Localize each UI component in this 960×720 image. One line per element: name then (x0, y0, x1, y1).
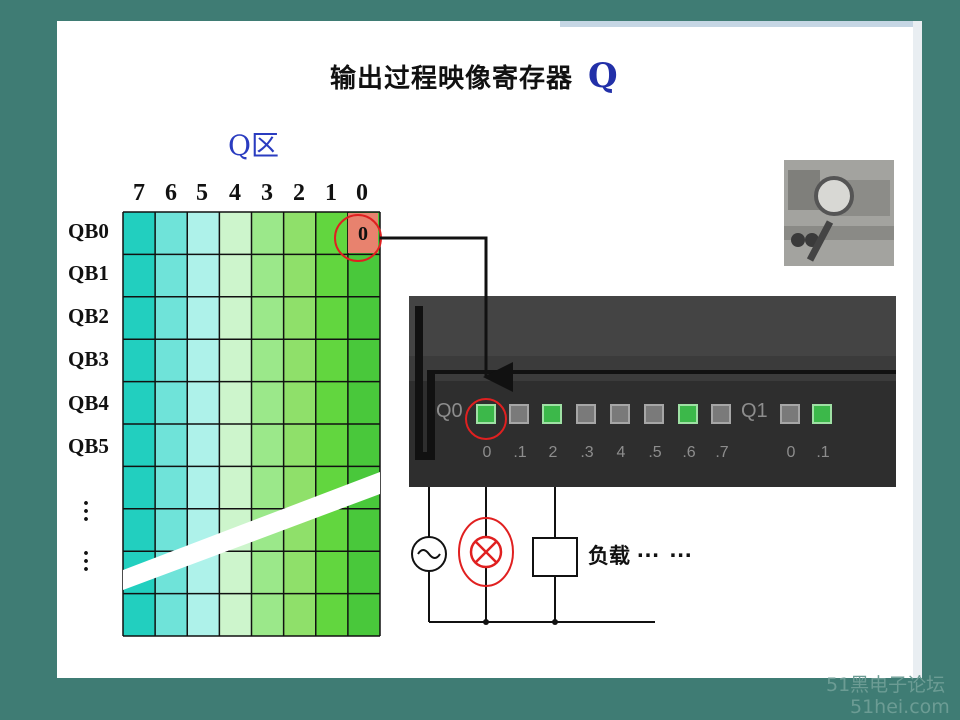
led-q1-0 (780, 404, 800, 424)
bit-number-2: 2 (293, 180, 305, 206)
q1-group-label: Q1 (741, 400, 768, 422)
row-label-qb3: QB3 (68, 347, 109, 371)
led-num-q1-1: .1 (816, 444, 830, 461)
page-title: 输出过程映像寄存器 (330, 64, 574, 94)
led-num-q1-0: 0 (786, 444, 796, 461)
led-q0-1 (509, 404, 529, 424)
watermark-text: 51黑电子论坛 (826, 674, 946, 696)
lamp-icon (458, 517, 514, 587)
title-symbol: Q (588, 56, 618, 96)
led-q0-4 (610, 404, 630, 424)
bit-number-0: 0 (356, 180, 368, 206)
magnifier-icon (814, 176, 854, 216)
bit-number-4: 4 (229, 180, 241, 206)
row-label-qb2: QB2 (68, 304, 109, 328)
led-num-q0-4: 4 (616, 444, 626, 461)
grid-break-band (123, 472, 380, 590)
ac-source-icon (411, 536, 447, 572)
vertical-ellipsis-2: ··· (82, 541, 91, 583)
load-box (532, 537, 578, 577)
q-zone-label: Q区 (228, 129, 279, 162)
led-q0-5 (644, 404, 664, 424)
load-label: 负载 (588, 544, 630, 568)
led-q0-7 (711, 404, 731, 424)
led-num-q0-6: .6 (682, 444, 696, 461)
row-label-qb4: QB4 (68, 391, 109, 415)
bit-number-6: 6 (165, 180, 177, 206)
slide-top-bar (560, 21, 915, 27)
load-ellipsis: … … (636, 536, 694, 563)
vertical-ellipsis-1: ··· (82, 491, 91, 533)
led-q0-0 (476, 404, 496, 424)
led-num-q0-1: .1 (513, 444, 527, 461)
led-num-q0-0: 0 (482, 444, 492, 461)
led-num-q0-5: .5 (648, 444, 662, 461)
junction-dot-1 (483, 619, 489, 625)
led-q0-6 (678, 404, 698, 424)
led-num-q0-2: 2 (548, 444, 558, 461)
bit-number-5: 5 (196, 180, 208, 206)
led-q1-1 (812, 404, 832, 424)
bit-number-7: 7 (133, 180, 145, 206)
led-q0-2 (542, 404, 562, 424)
plc-thumbnail (784, 160, 894, 266)
junction-dot-2 (552, 619, 558, 625)
row-label-qb1: QB1 (68, 261, 109, 285)
led-num-q0-7: .7 (715, 444, 729, 461)
bit-number-1: 1 (325, 180, 337, 206)
connection-line (380, 236, 513, 392)
led-highlight-circle (465, 398, 507, 440)
row-label-qb0: QB0 (68, 219, 109, 243)
row-label-qb5: QB5 (68, 434, 109, 458)
cell-highlight-circle (334, 214, 382, 262)
bit-number-3: 3 (261, 180, 273, 206)
watermark-url: 51hei.com (850, 696, 950, 718)
q0-group-label: Q0 (436, 400, 463, 422)
slide-right-strip (913, 21, 922, 678)
led-num-q0-3: .3 (580, 444, 594, 461)
led-q0-3 (576, 404, 596, 424)
